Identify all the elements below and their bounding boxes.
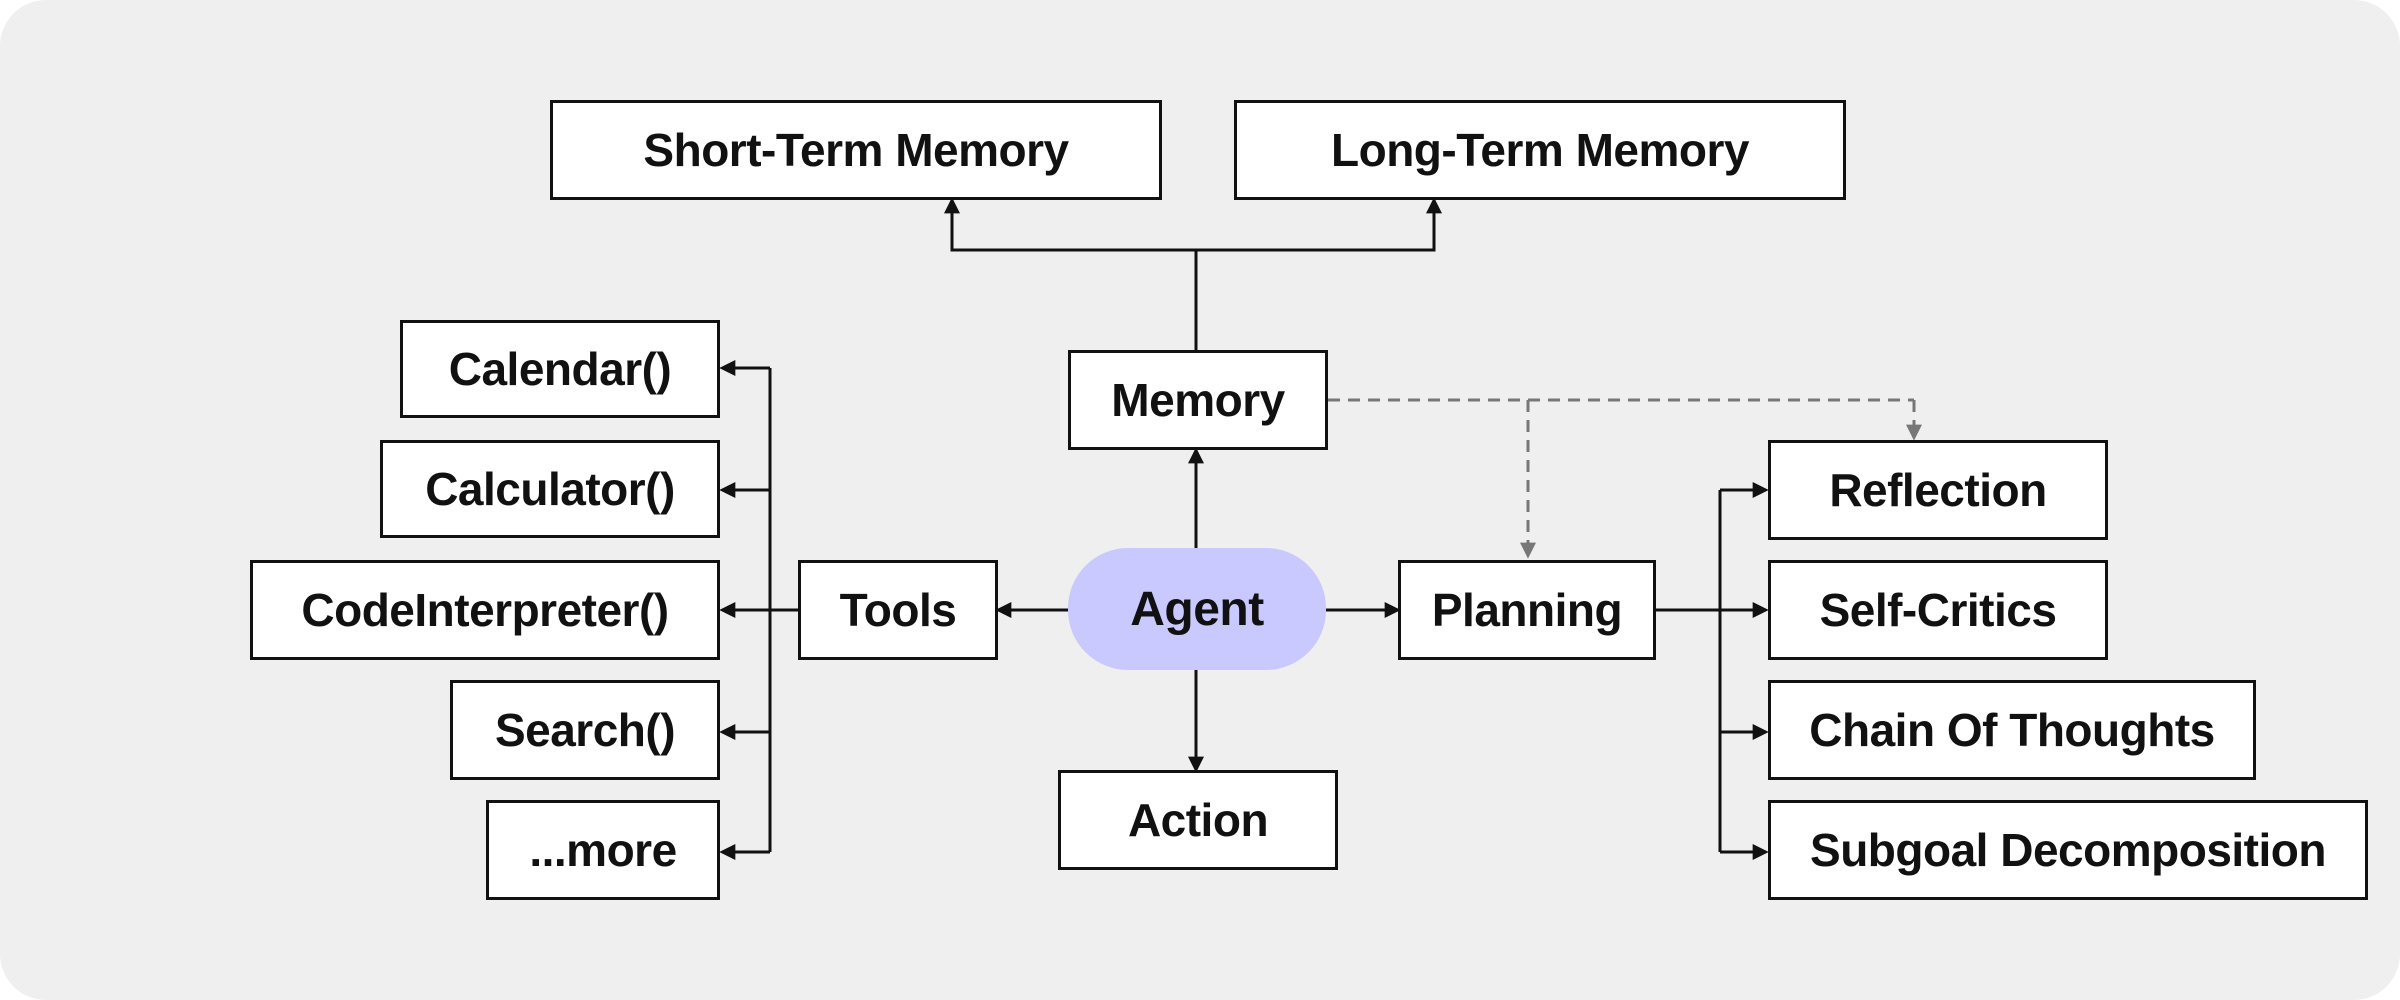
tool-calculator: Calculator() (380, 440, 720, 538)
edge-tools-to-tool-list (719, 360, 798, 860)
memory-node: Memory (1068, 350, 1328, 450)
planning-self-critics: Self-Critics (1768, 560, 2108, 660)
tool-code-interpreter: CodeInterpreter() (250, 560, 720, 660)
long-term-memory-node: Long-Term Memory (1234, 100, 1846, 200)
edge-memory-dashed-links (1328, 398, 1922, 559)
edge-planning-to-planning-list (1656, 482, 1769, 860)
planning-node: Planning (1398, 560, 1656, 660)
planning-chain-of-thoughts: Chain Of Thoughts (1768, 680, 2256, 780)
edge-memory-to-stm-ltm (944, 197, 1442, 352)
planning-reflection: Reflection (1768, 440, 2108, 540)
tool-search: Search() (450, 680, 720, 780)
planning-subgoal-decomposition: Subgoal Decomposition (1768, 800, 2368, 900)
agent-node: Agent (1068, 548, 1326, 670)
tools-node: Tools (798, 560, 998, 660)
tool-more: ...more (486, 800, 720, 900)
tool-calendar: Calendar() (400, 320, 720, 418)
short-term-memory-node: Short-Term Memory (550, 100, 1162, 200)
action-node: Action (1058, 770, 1338, 870)
